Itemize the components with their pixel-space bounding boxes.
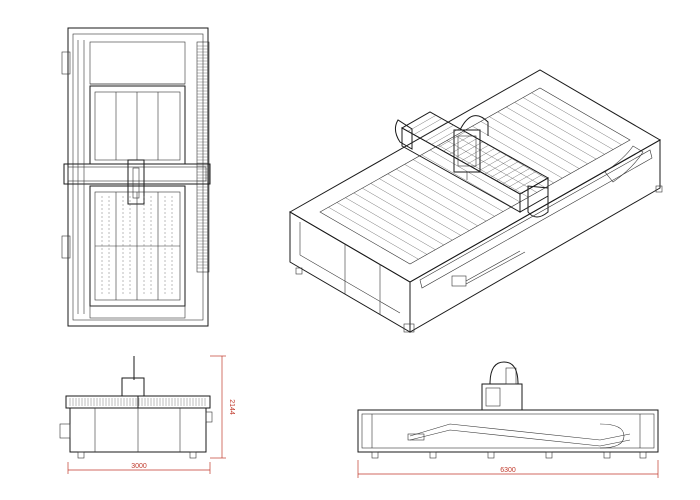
gantry-rib <box>484 158 513 175</box>
iso-slat <box>455 135 546 188</box>
iso-bed-slats <box>328 92 622 260</box>
gantry-rib <box>407 115 436 132</box>
gantry-rib <box>508 171 537 188</box>
iso-slat <box>438 145 529 198</box>
front-view: 3000 2144 <box>59 355 235 474</box>
gantry-rib <box>460 144 490 162</box>
gantry-rib <box>449 138 478 155</box>
iso-slat <box>353 192 444 246</box>
gantry-rib <box>437 131 466 148</box>
gantry-rib <box>425 125 454 142</box>
iso-slat <box>412 159 504 212</box>
front-width-dimension: 3000 <box>131 463 147 470</box>
gantry-rib <box>431 128 460 145</box>
side-foot <box>639 451 647 459</box>
iso-slat <box>480 121 571 174</box>
iso-slat <box>522 97 614 150</box>
front-gantry-ribs <box>69 398 206 406</box>
iso-slat <box>514 102 605 155</box>
iso-slat <box>531 92 622 145</box>
gantry-rib <box>455 141 484 158</box>
gantry-rib <box>466 148 495 165</box>
gantry-rib <box>478 154 507 172</box>
iso-slat <box>336 202 428 255</box>
iso-slat <box>387 173 478 227</box>
gantry-rib <box>413 118 442 135</box>
iso-slat <box>396 168 487 222</box>
rail-ticks <box>197 45 209 269</box>
front-height-dimension: 2144 <box>228 399 235 415</box>
iso-slat <box>370 183 461 236</box>
gantry-rib <box>472 151 501 168</box>
gantry-rib <box>490 161 519 178</box>
gantry-rib <box>496 164 525 181</box>
iso-slat <box>506 106 597 160</box>
iso-slat <box>328 207 419 260</box>
side-length-dimension: 6300 <box>500 467 516 474</box>
iso-slat <box>345 197 436 250</box>
side-foot <box>371 451 379 459</box>
side-feet <box>371 451 647 459</box>
iso-slat <box>489 116 580 169</box>
side-view: 6300 <box>357 361 659 478</box>
iso-slat <box>404 164 495 217</box>
iso-slat <box>362 187 453 241</box>
gantry-rib <box>443 134 472 152</box>
side-foot <box>429 451 437 459</box>
side-foot <box>603 451 611 459</box>
gantry-rib <box>514 174 543 191</box>
top-view <box>61 27 211 327</box>
side-foot <box>545 451 553 459</box>
bed-slats <box>101 196 173 296</box>
gantry-rib <box>502 167 531 185</box>
iso-slat <box>472 125 563 179</box>
iso-slat <box>429 149 521 203</box>
isometric-view <box>288 69 663 333</box>
gantry-ribs <box>407 115 543 191</box>
iso-slat <box>446 140 538 193</box>
side-foot <box>487 451 495 459</box>
iso-slat <box>497 111 588 165</box>
iso-slat <box>421 154 512 207</box>
iso-slat <box>379 178 470 231</box>
gantry-rib <box>419 121 448 139</box>
